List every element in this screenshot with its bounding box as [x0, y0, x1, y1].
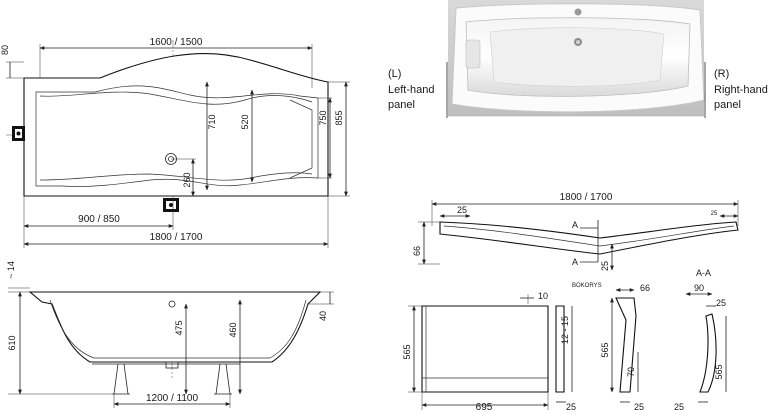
svg-text:panel: panel	[388, 99, 415, 111]
side-view-title: BOKORYS	[572, 283, 602, 289]
section-dim-565: 565	[714, 364, 724, 379]
dim-drain-260: 260	[182, 172, 192, 187]
tap-symbol-bottom-icon	[163, 198, 179, 212]
dim-475: 475	[174, 320, 184, 335]
side-dim-565: 565	[600, 342, 610, 357]
svg-text:Right-hand: Right-hand	[714, 84, 768, 96]
end-panel-side-shape	[615, 297, 637, 393]
tub-outline-side	[28, 291, 322, 363]
dim-panel-length: 1800 / 1700	[560, 192, 613, 203]
dim-end-12-15: 12 - 15	[560, 316, 570, 344]
dim-end-25: 25	[566, 402, 576, 412]
dim-panel-25-center: 25	[600, 261, 610, 271]
section-dim-25-top: 25	[716, 298, 726, 308]
dim-inner-520: 520	[240, 114, 250, 129]
left-panel-label: (L) Left-hand panel	[388, 68, 434, 111]
front-panel-view: 1800 / 1700 25 25 66 A A 25	[412, 192, 739, 271]
side-dim-25: 25	[634, 402, 644, 412]
dim-610: 610	[7, 335, 17, 350]
dim-legs: 1200 / 1100	[146, 393, 199, 404]
svg-text:panel: panel	[714, 99, 741, 111]
section-mark-bottom: A	[572, 257, 578, 267]
right-panel-label: (R) Right-hand panel	[714, 68, 768, 111]
svg-text:(L): (L)	[388, 68, 401, 80]
front-panel-shape	[439, 221, 739, 255]
side-dim-70: 70	[626, 367, 636, 377]
tub-outline-top	[23, 52, 329, 197]
svg-text:Left-hand: Left-hand	[388, 84, 434, 96]
dim-length-top: 1600 / 1500	[150, 37, 203, 48]
dim-40: 40	[318, 311, 328, 321]
top-view: 1600 / 1500 80 710 520 260 750 855 900 /…	[0, 37, 350, 248]
svg-text:(R): (R)	[714, 68, 729, 80]
dim-panel-25-right: 25	[711, 211, 718, 217]
section-title: A-A	[696, 268, 711, 278]
dim-460: 460	[228, 322, 238, 337]
dim-width-855: 855	[334, 110, 344, 125]
dim-panel-25-left: 25	[457, 205, 467, 215]
bathtub-photo	[448, 0, 705, 117]
overflow-icon	[168, 300, 176, 308]
dim-width-750: 750	[318, 110, 328, 125]
section-dim-90: 90	[694, 283, 704, 293]
section-mark-top: A	[572, 220, 578, 230]
dim-panel-66: 66	[412, 246, 422, 256]
dim-length-bottom: 1800 / 1700	[150, 232, 203, 243]
side-view: ~ 14 610 475 460 40 1200 / 1100	[6, 261, 334, 408]
dim-rim: 80	[0, 45, 10, 55]
tap-symbol-left-icon	[12, 126, 25, 141]
tub-basin-top	[35, 85, 319, 187]
side-dim-66: 66	[640, 283, 650, 293]
dim-end-695: 695	[476, 402, 493, 413]
dim-14: ~ 14	[6, 261, 16, 279]
end-panel-view: 565 695 10 12 - 15 25 BOKORYS 66 565 70 …	[402, 268, 727, 413]
overflow-icon	[574, 8, 582, 16]
section-shape	[699, 313, 717, 393]
dim-end-565: 565	[402, 344, 412, 359]
section-dim-25-bottom: 25	[674, 402, 684, 412]
end-panel-front-shape	[421, 305, 549, 393]
dim-end-10: 10	[538, 291, 548, 301]
dim-half-length: 900 / 850	[78, 214, 120, 225]
dim-inner-710: 710	[207, 114, 217, 129]
